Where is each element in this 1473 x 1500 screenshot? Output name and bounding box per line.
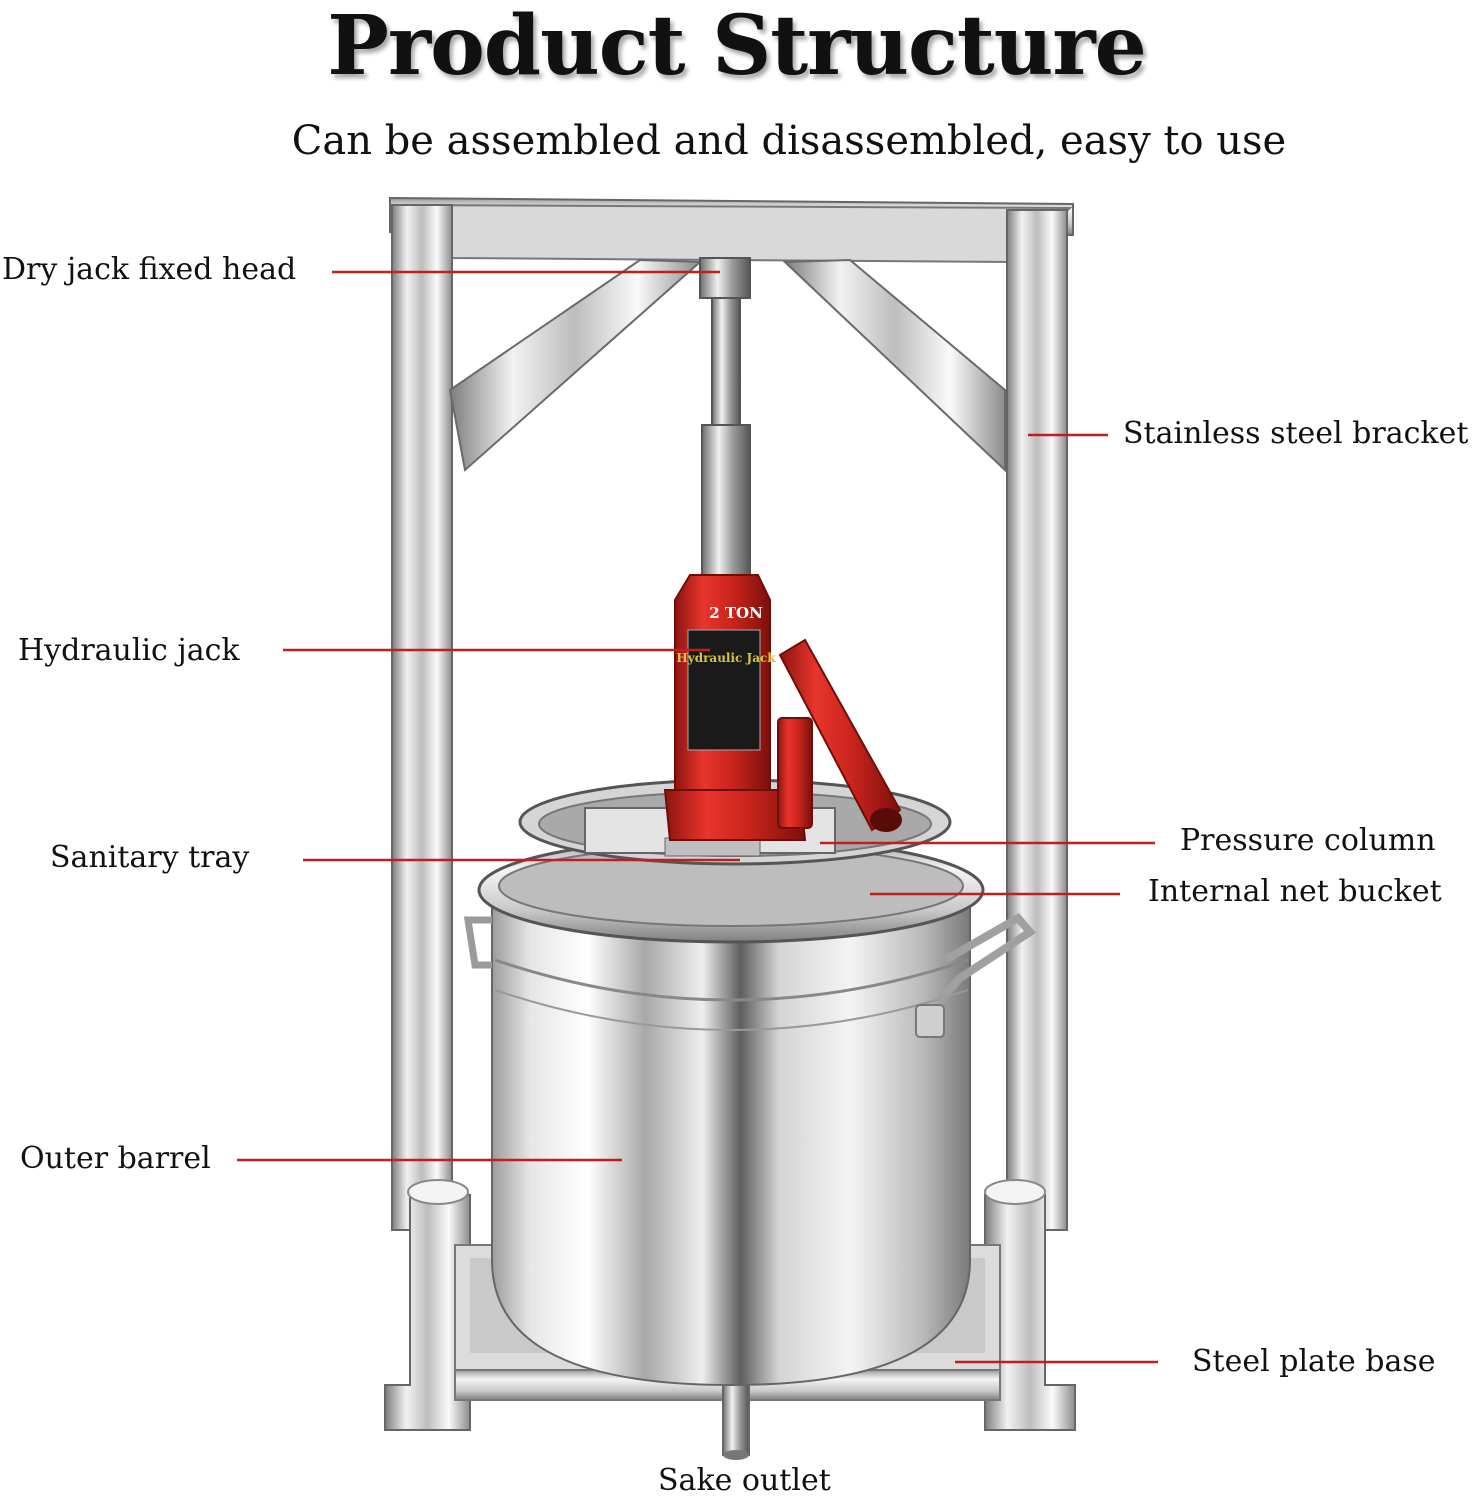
label-sanitary-tray: Sanitary tray [50, 840, 250, 875]
label-hydraulic-jack: Hydraulic jack [18, 633, 240, 668]
label-outer-barrel: Outer barrel [20, 1141, 211, 1176]
frame-left-post [391, 204, 453, 1231]
page-subtitle: Can be assembled and disassembled, easy … [291, 118, 1287, 164]
label-sake-outlet: Sake outlet [658, 1463, 831, 1498]
sake-outlet [722, 1384, 750, 1460]
leader-lines [237, 270, 1158, 1364]
hydraulic-jack: Hydraulic Jack 2 TON [663, 257, 902, 841]
outer-barrel [463, 836, 1036, 1387]
page-title: Product Structure [327, 0, 1147, 94]
label-dry-jack-fixed-head: Dry jack fixed head [2, 252, 297, 287]
label-pressure-column: Pressure column [1180, 823, 1436, 858]
label-stainless-steel-bracket: Stainless steel bracket [1123, 416, 1469, 451]
jack-capacity-text: 2 TON [709, 604, 763, 622]
frame-right-post [1006, 209, 1068, 1231]
frame-top-beam [389, 196, 1074, 264]
label-steel-plate-base: Steel plate base [1192, 1344, 1436, 1379]
jack-badge-text: Hydraulic Jack [676, 651, 776, 665]
label-internal-net-bucket: Internal net bucket [1148, 874, 1442, 909]
